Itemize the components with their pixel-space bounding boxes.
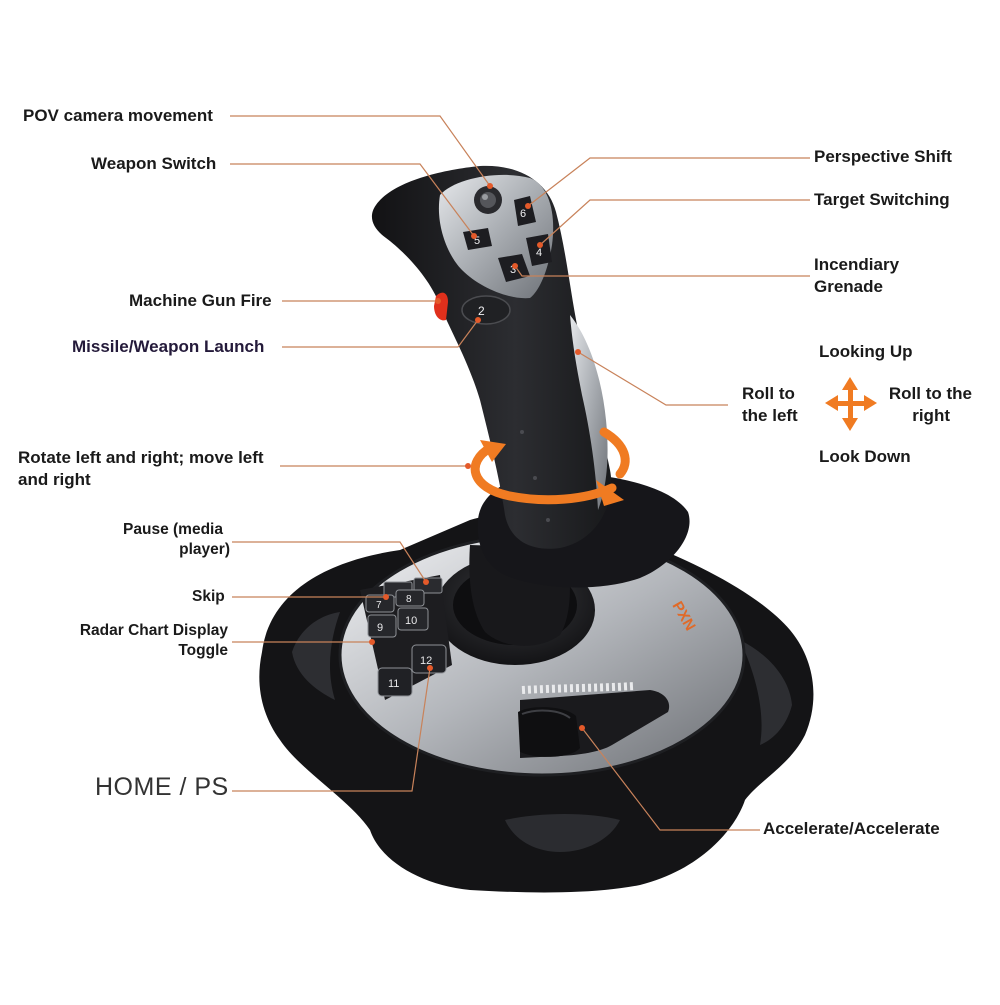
button-skip[interactable]: [413, 577, 443, 594]
svg-text:8: 8: [406, 594, 412, 605]
button-10[interactable]: [397, 607, 429, 631]
label-home-ps: HOME / PS: [95, 773, 229, 801]
label-machine-gun-fire: Machine Gun Fire: [129, 291, 272, 310]
trigger-button[interactable]: [434, 292, 448, 321]
svg-text:12: 12: [420, 655, 432, 667]
svg-text:5: 5: [474, 235, 480, 247]
label-rotate-line-1: Rotate left and right; move left: [18, 448, 264, 467]
svg-text:10: 10: [405, 615, 417, 627]
leader-roll: [577, 351, 728, 406]
button-4[interactable]: [526, 234, 552, 266]
leader-target: [539, 199, 810, 246]
leader-pov: [230, 115, 491, 187]
leader-accelerate: [581, 727, 760, 831]
four-way-arrow-icon: [825, 377, 877, 431]
label-target-switching: Target Switching: [814, 190, 950, 209]
leader-grenade: [514, 265, 810, 277]
label-radar-line-1: Radar Chart Display: [79, 622, 228, 639]
svg-text:4: 4: [536, 247, 542, 259]
label-accelerate: Accelerate/Accelerate: [763, 819, 940, 838]
leader-missile: [282, 319, 479, 348]
button-5[interactable]: [463, 228, 492, 250]
label-pause-line-1: Pause (media: [123, 521, 223, 538]
label-pause: Pause (media player): [116, 520, 230, 560]
label-rotate: Rotate left and right; move left and rig…: [18, 447, 264, 491]
rotation-arrow: [470, 427, 630, 506]
leader-lines: [230, 115, 810, 831]
label-grenade-line-1: Incendiary: [814, 255, 900, 274]
label-radar-line-2: Toggle: [178, 642, 228, 659]
leader-pause: [232, 541, 427, 583]
label-roll-left: Roll to the left: [742, 383, 798, 427]
button-9[interactable]: [367, 614, 397, 638]
stick-silver-strip: [570, 315, 608, 510]
label-incendiary-grenade: Incendiary Grenade: [814, 254, 899, 298]
svg-text:9: 9: [377, 622, 383, 634]
label-grenade-line-2: Grenade: [814, 277, 883, 296]
label-missile-launch: Missile/Weapon Launch: [72, 337, 265, 356]
label-roll-left-line-2: the left: [742, 406, 798, 425]
label-skip: Skip: [192, 588, 225, 605]
button-2[interactable]: [461, 295, 511, 325]
svg-text:7: 7: [376, 600, 382, 611]
svg-text:11: 11: [388, 678, 399, 690]
label-looking-up: Looking Up: [819, 342, 913, 361]
svg-text:6: 6: [520, 208, 526, 220]
label-rotate-line-2: and right: [18, 470, 91, 489]
leader-home: [232, 667, 431, 792]
svg-text:3: 3: [510, 264, 516, 276]
label-roll-right: Roll to the right: [876, 383, 972, 427]
label-weapon-switch: Weapon Switch: [91, 154, 217, 173]
button-11[interactable]: [377, 667, 413, 697]
label-radar: Radar Chart Display Toggle: [40, 621, 228, 661]
base-button-panel: 9 10 7 8 11 12: [360, 575, 452, 700]
label-look-down: Look Down: [819, 447, 911, 466]
svg-text:2: 2: [478, 304, 485, 318]
button-8[interactable]: [395, 589, 425, 607]
throttle-knob[interactable]: [518, 707, 580, 757]
joystick-stick[interactable]: 6 5 4 3 2: [371, 165, 690, 588]
label-pause-line-2: player): [179, 541, 230, 558]
leader-perspective: [527, 157, 810, 207]
label-roll-left-line-1: Roll to: [742, 384, 795, 403]
leader-dots: [369, 183, 585, 731]
label-perspective-shift: Perspective Shift: [814, 147, 952, 166]
label-pov-camera: POV camera movement: [23, 106, 213, 125]
label-roll-right-line-2: right: [912, 406, 950, 425]
label-roll-right-line-1: Roll to the: [888, 384, 972, 403]
leader-weapon-switch: [230, 163, 475, 237]
